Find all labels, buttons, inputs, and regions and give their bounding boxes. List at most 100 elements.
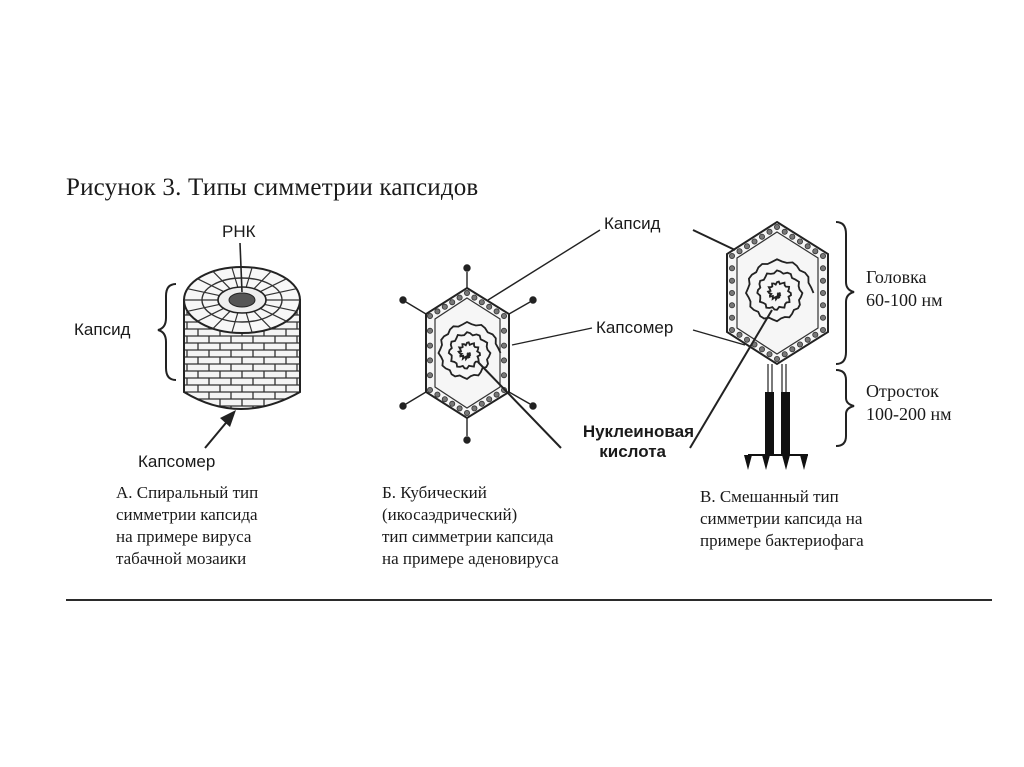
capsomer-division bbox=[197, 307, 224, 322]
capsomer-division bbox=[253, 310, 272, 330]
capsomer-dot bbox=[426, 357, 433, 364]
capsomer-dot bbox=[449, 400, 456, 407]
capsomer-dot bbox=[478, 299, 485, 306]
caption-a: А. Спиральный тип симметрии капсида на п… bbox=[116, 482, 258, 570]
head-label-line: 60-100 нм bbox=[866, 290, 943, 310]
caption-c-line: примере бактериофага bbox=[700, 531, 864, 550]
caption-c-line: симметрии капсида на bbox=[700, 509, 863, 528]
capsomer-dot bbox=[456, 405, 463, 412]
capsomer-dot bbox=[789, 233, 796, 240]
capsomer-dot bbox=[729, 265, 736, 272]
capsomer-division bbox=[231, 312, 239, 333]
caption-a-line: А. Спиральный тип bbox=[116, 483, 259, 502]
capsomer-dot bbox=[820, 314, 827, 321]
capsomer-dot bbox=[744, 243, 751, 250]
capsomer-label-b: Капсомер bbox=[596, 318, 674, 337]
capsomer-dot bbox=[804, 243, 811, 250]
capsomer-dot bbox=[781, 351, 788, 358]
capsomer-dot bbox=[463, 409, 470, 416]
capsomer-dot bbox=[500, 312, 507, 319]
figure-title: Рисунок 3. Типы симметрии капсидов bbox=[66, 174, 479, 201]
caption-a-line: на примере вируса bbox=[116, 527, 252, 546]
capsomer-dot bbox=[766, 351, 773, 358]
capsomer-dot bbox=[426, 386, 433, 393]
helical-capsid-drawing bbox=[157, 242, 301, 449]
capsomer-dot bbox=[729, 302, 736, 309]
bottom-divider bbox=[66, 599, 992, 601]
capsomer-dot bbox=[471, 294, 478, 301]
capsomer-dot bbox=[471, 405, 478, 412]
capsomer-dot bbox=[820, 302, 827, 309]
caption-b-line: (икосаэдрический) bbox=[382, 505, 518, 524]
capsomer-dot bbox=[500, 372, 507, 379]
capsomer-dot bbox=[486, 303, 493, 310]
capsomer-dot bbox=[463, 289, 470, 296]
capsomer-dot bbox=[744, 336, 751, 343]
capsomer-dot bbox=[774, 223, 781, 230]
capsomer-dot bbox=[797, 238, 804, 245]
capsomer-dot bbox=[812, 248, 819, 255]
capsomer-division bbox=[264, 303, 297, 312]
capsomer-division bbox=[253, 270, 272, 290]
tail-label-line: Отросток bbox=[866, 381, 939, 401]
capsomer-dot bbox=[729, 326, 736, 333]
head-label: Головка 60-100 нм bbox=[866, 266, 943, 312]
capsomer-dot bbox=[774, 355, 781, 362]
capsomer-dot bbox=[426, 372, 433, 379]
capsomer-dot bbox=[434, 308, 441, 315]
icosahedral-capsid-drawing bbox=[399, 229, 601, 449]
capsomer-dot bbox=[759, 233, 766, 240]
capsomer-dot bbox=[500, 342, 507, 349]
nucleic-acid-label: Нуклеиновая кислота bbox=[556, 422, 694, 462]
capsomer-label-a: Капсомер bbox=[138, 452, 216, 471]
capsomer-dot bbox=[426, 327, 433, 334]
caption-c-line: В. Смешанный тип bbox=[700, 487, 839, 506]
capsomer-dot bbox=[729, 277, 736, 284]
capsomer-dot bbox=[729, 289, 736, 296]
capsomer-dot bbox=[736, 248, 743, 255]
capsomer-dot bbox=[751, 238, 758, 245]
capsomer-dot bbox=[449, 299, 456, 306]
caption-b-line: тип симметрии капсида bbox=[382, 527, 554, 546]
capsomer-dot bbox=[729, 314, 736, 321]
caption-b-line: на примере аденовируса bbox=[382, 549, 559, 568]
caption-c: В. Смешанный тип симметрии капсида на пр… bbox=[700, 486, 864, 552]
head-label-line: Головка bbox=[866, 267, 927, 287]
capsomer-dot bbox=[434, 391, 441, 398]
rna-label: РНК bbox=[222, 222, 256, 241]
capsomer-dot bbox=[456, 294, 463, 301]
capsomer-dot bbox=[486, 396, 493, 403]
bacteriophage-drawing bbox=[689, 220, 855, 470]
capsomer-dot bbox=[500, 327, 507, 334]
capsomer-dot bbox=[804, 336, 811, 343]
capsomer-dot bbox=[820, 289, 827, 296]
tail-label-line: 100-200 нм bbox=[866, 404, 952, 424]
nucleic-acid-label-line: кислота bbox=[599, 442, 666, 461]
capsomer-dot bbox=[441, 303, 448, 310]
capsomer-dot bbox=[426, 342, 433, 349]
capsomer-dot bbox=[500, 357, 507, 364]
capsid-label-a: Капсид bbox=[74, 320, 131, 339]
caption-b: Б. Кубический (икосаэдрический) тип симм… bbox=[382, 482, 559, 570]
capsomer-dot bbox=[441, 396, 448, 403]
caption-b-line: Б. Кубический bbox=[382, 483, 487, 502]
capsomer-dot bbox=[493, 308, 500, 315]
capsomer-dot bbox=[820, 252, 827, 259]
capsomer-division bbox=[260, 278, 287, 293]
capsomer-division bbox=[212, 310, 231, 330]
capsomer-dot bbox=[789, 346, 796, 353]
capsomer-dot bbox=[493, 391, 500, 398]
caption-a-line: табачной мозаики bbox=[116, 549, 247, 568]
capsomer-dot bbox=[797, 341, 804, 348]
capsomer-division bbox=[245, 267, 253, 288]
capsomer-dot bbox=[426, 312, 433, 319]
capsomer-dot bbox=[729, 252, 736, 259]
capsomer-dot bbox=[736, 331, 743, 338]
capsomer-division bbox=[264, 288, 297, 297]
capsomer-division bbox=[187, 303, 220, 312]
capsomer-dot bbox=[478, 400, 485, 407]
tail-label: Отросток 100-200 нм bbox=[866, 380, 952, 426]
capsomer-division bbox=[187, 288, 220, 297]
capsomer-division bbox=[197, 278, 224, 293]
